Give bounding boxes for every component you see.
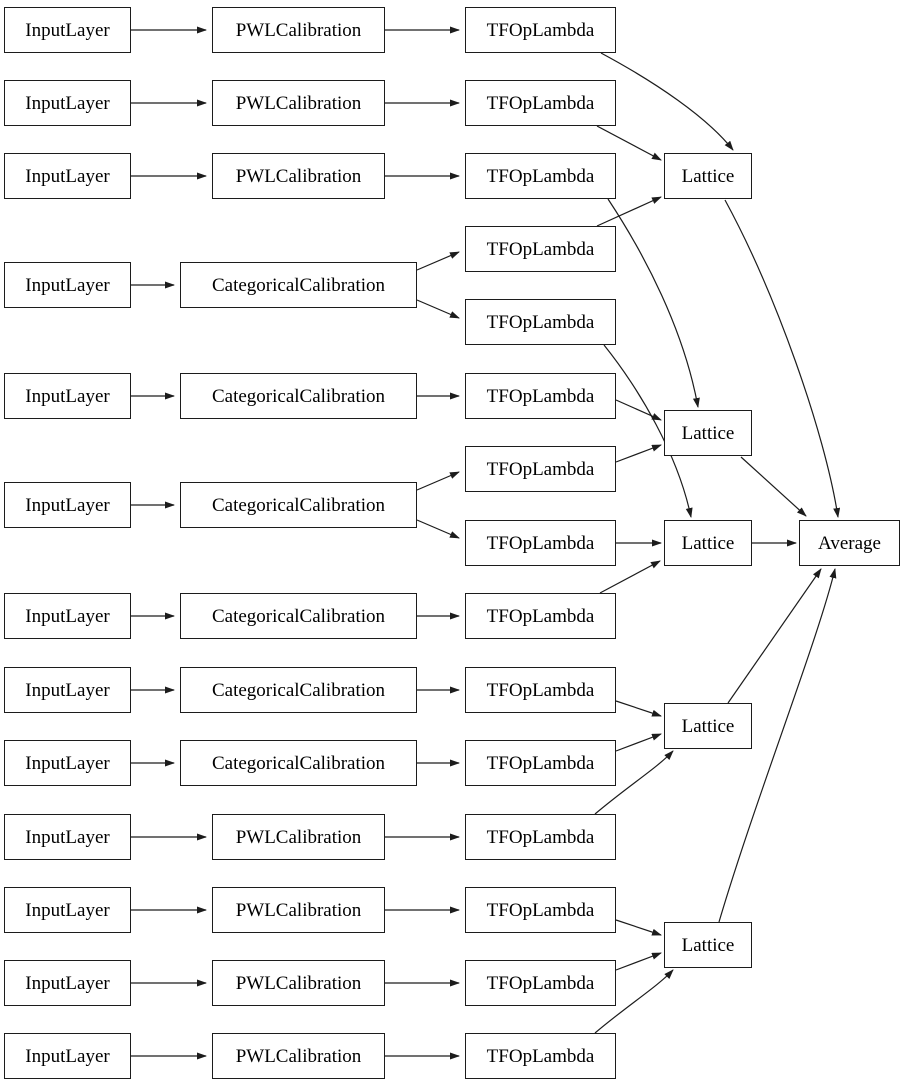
pwl-calibration-node: PWLCalibration — [212, 960, 385, 1006]
tfop-lambda-node: TFOpLambda — [465, 520, 616, 566]
edge-tf5-to-lat3 — [603, 344, 693, 518]
input-layer-node: InputLayer — [4, 482, 131, 528]
tfop-lambda-node: TFOpLambda — [465, 667, 616, 713]
edge-tf11-to-lat4 — [615, 733, 662, 752]
edge-tf10-to-lat4 — [615, 700, 662, 717]
lattice-node: Lattice — [664, 520, 752, 566]
input-layer-node: InputLayer — [4, 153, 131, 199]
input-layer-node: InputLayer — [4, 740, 131, 786]
input-layer-node: InputLayer — [4, 7, 131, 53]
tfop-lambda-node: TFOpLambda — [465, 7, 616, 53]
pwl-calibration-node: PWLCalibration — [212, 814, 385, 860]
pwl-calibration-node: PWLCalibration — [212, 7, 385, 53]
pwl-calibration-node: PWLCalibration — [212, 153, 385, 199]
lattice-node: Lattice — [664, 410, 752, 456]
edge-tf15-to-lat5 — [594, 969, 674, 1034]
categorical-calibration-node: CategoricalCalibration — [180, 262, 417, 308]
input-layer-node: InputLayer — [4, 1033, 131, 1079]
input-layer-node: InputLayer — [4, 593, 131, 639]
average-node: Average — [799, 520, 900, 566]
edge-tf6-to-lat2 — [615, 399, 662, 421]
edge-tf7-to-lat2 — [615, 444, 662, 463]
edge-lat1-to-avg — [724, 199, 841, 518]
edge-lat5-to-avg — [718, 568, 837, 923]
edge-tf13-to-lat5 — [615, 919, 662, 936]
tfop-lambda-node: TFOpLambda — [465, 80, 616, 126]
tfop-lambda-node: TFOpLambda — [465, 446, 616, 492]
lattice-node: Lattice — [664, 922, 752, 968]
tfop-lambda-node: TFOpLambda — [465, 153, 616, 199]
pwl-calibration-node: PWLCalibration — [212, 1033, 385, 1079]
edge-tf12-to-lat4 — [594, 750, 674, 815]
tfop-lambda-node: TFOpLambda — [465, 740, 616, 786]
input-layer-node: InputLayer — [4, 667, 131, 713]
edge-cal4-to-tf4 — [416, 251, 460, 271]
edge-tf2-to-lat1 — [596, 125, 662, 161]
edge-tf3-to-lat2 — [607, 198, 700, 408]
categorical-calibration-node: CategoricalCalibration — [180, 740, 417, 786]
edge-tf1-to-lat1 — [600, 52, 734, 151]
tfop-lambda-node: TFOpLambda — [465, 960, 616, 1006]
tfop-lambda-node: TFOpLambda — [465, 814, 616, 860]
input-layer-node: InputLayer — [4, 80, 131, 126]
tfop-lambda-node: TFOpLambda — [465, 1033, 616, 1079]
tfop-lambda-node: TFOpLambda — [465, 593, 616, 639]
edge-cal4-to-tf5 — [416, 299, 460, 319]
edge-cal6-to-tf7 — [416, 471, 460, 491]
pwl-calibration-node: PWLCalibration — [212, 80, 385, 126]
lattice-node: Lattice — [664, 703, 752, 749]
edge-lat2-to-avg — [740, 456, 807, 517]
tfop-lambda-node: TFOpLambda — [465, 373, 616, 419]
edge-tf9-to-lat3 — [599, 560, 661, 594]
input-layer-node: InputLayer — [4, 814, 131, 860]
tfop-lambda-node: TFOpLambda — [465, 226, 616, 272]
edge-tf4-to-lat1 — [596, 196, 662, 227]
input-layer-node: InputLayer — [4, 960, 131, 1006]
categorical-calibration-node: CategoricalCalibration — [180, 667, 417, 713]
categorical-calibration-node: CategoricalCalibration — [180, 482, 417, 528]
lattice-node: Lattice — [664, 153, 752, 199]
categorical-calibration-node: CategoricalCalibration — [180, 593, 417, 639]
input-layer-node: InputLayer — [4, 262, 131, 308]
edge-tf14-to-lat5 — [615, 952, 662, 971]
pwl-calibration-node: PWLCalibration — [212, 887, 385, 933]
edge-lat4-to-avg — [727, 568, 822, 704]
tfop-lambda-node: TFOpLambda — [465, 299, 616, 345]
tfop-lambda-node: TFOpLambda — [465, 887, 616, 933]
categorical-calibration-node: CategoricalCalibration — [180, 373, 417, 419]
input-layer-node: InputLayer — [4, 887, 131, 933]
edge-cal6-to-tf8 — [416, 519, 460, 539]
input-layer-node: InputLayer — [4, 373, 131, 419]
